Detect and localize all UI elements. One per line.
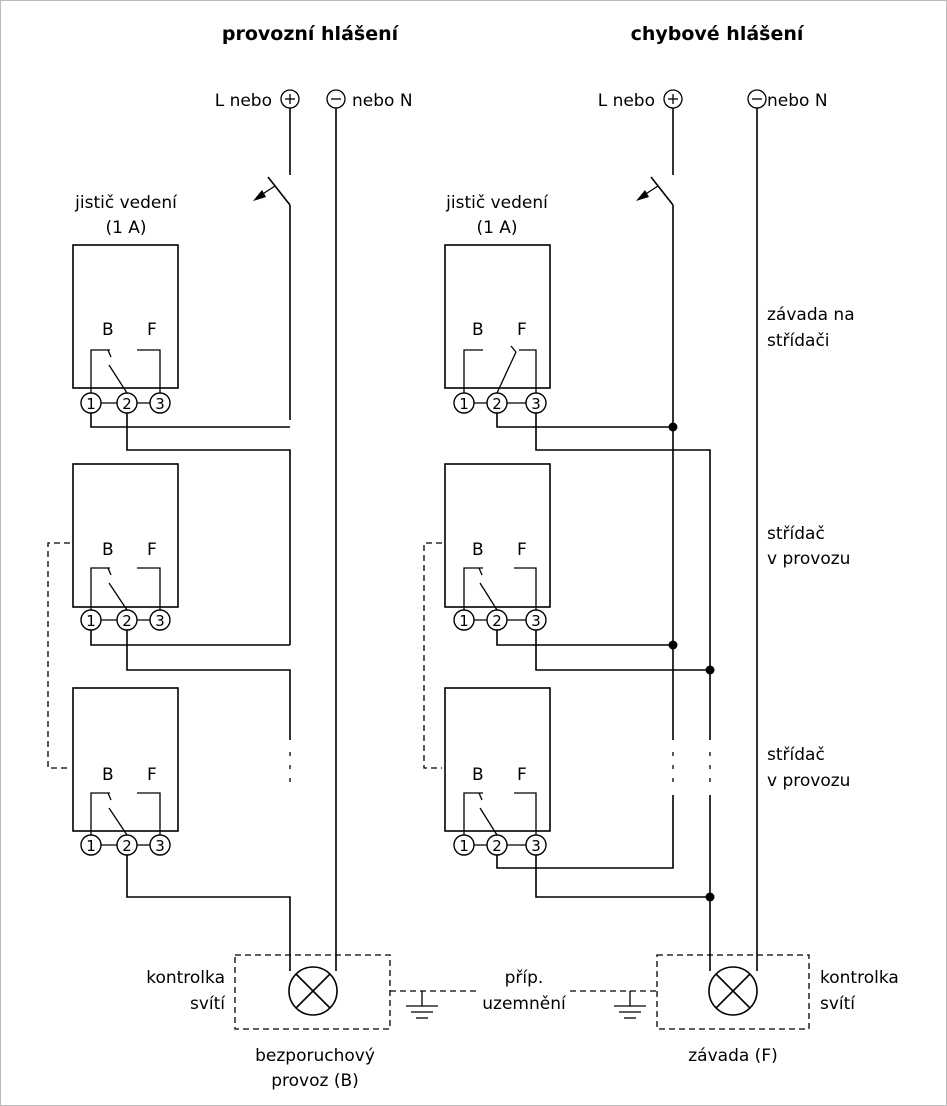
terminal-1: 1: [459, 612, 469, 630]
contact-b-label: B: [102, 320, 114, 340]
left-l-label: L nebo: [215, 91, 272, 111]
right-breaker-switch: [636, 108, 674, 740]
left-lamp-caption-line1: bezporuchový: [255, 1046, 375, 1066]
right-breaker-label: jistič vedení: [445, 193, 549, 213]
left-relay-1: B F 1 2 3: [72, 244, 179, 414]
contact-b-label: B: [102, 540, 114, 560]
right-lamp-box: [656, 954, 810, 1030]
contact-b-label: B: [472, 320, 484, 340]
terminal-2: 2: [492, 837, 502, 855]
terminal-3: 3: [155, 612, 165, 630]
terminal-2: 2: [122, 612, 132, 630]
terminal-3: 3: [531, 837, 541, 855]
contact-f-label: F: [147, 320, 157, 340]
left-relay-3: B F 1 2 3: [72, 687, 179, 856]
terminal-3: 3: [155, 837, 165, 855]
terminal-3: 3: [155, 395, 165, 413]
right-lamp-status-line2: svítí: [820, 994, 856, 1014]
left-breaker-switch: [253, 108, 291, 420]
right-lamp-caption: závada (F): [688, 1046, 777, 1066]
state-op1-line2: v provozu: [767, 549, 850, 569]
contact-b-label: B: [102, 765, 114, 785]
right-relay-1: B F 1 2 3: [444, 244, 551, 414]
terminal-2: 2: [492, 395, 502, 413]
terminal-3: 3: [531, 612, 541, 630]
left-wiring: [47, 413, 291, 955]
contact-b-label: B: [472, 540, 484, 560]
left-lamp-status-line1: kontrolka: [146, 968, 225, 988]
contact-f-label: F: [517, 765, 527, 785]
contact-f-label: F: [517, 320, 527, 340]
terminal-2: 2: [492, 612, 502, 630]
left-breaker-rating: (1 A): [105, 218, 146, 238]
terminal-1: 1: [86, 395, 96, 413]
right-lamp-status-line1: kontrolka: [820, 968, 899, 988]
left-lamp-box: [234, 954, 391, 1030]
right-relay-2: B F 1 2 3: [444, 463, 551, 631]
terminal-1: 1: [459, 837, 469, 855]
terminal-2: 2: [122, 837, 132, 855]
ground-label-bg: [478, 968, 570, 1014]
left-n-label: nebo N: [352, 91, 413, 111]
contact-f-label: F: [517, 540, 527, 560]
state-fault-line2: střídači: [767, 331, 830, 351]
terminal-1: 1: [86, 612, 96, 630]
state-op2-line2: v provozu: [767, 771, 850, 791]
contact-b-label: B: [472, 765, 484, 785]
terminal-1: 1: [459, 395, 469, 413]
title-left: provozní hlášení: [222, 23, 400, 45]
right-wiring: [423, 413, 715, 955]
terminal-1: 1: [86, 837, 96, 855]
left-lamp-caption-line2: provoz (B): [271, 1071, 359, 1091]
contact-f-label: F: [147, 540, 157, 560]
state-fault-line1: závada na: [767, 305, 855, 325]
left-relay-2: B F 1 2 3: [72, 463, 179, 631]
right-l-label: L nebo: [598, 91, 655, 111]
terminal-2: 2: [122, 395, 132, 413]
right-breaker-rating: (1 A): [476, 218, 517, 238]
terminal-3: 3: [531, 395, 541, 413]
title-right: chybové hlášení: [631, 23, 805, 45]
grounding: [390, 990, 657, 1019]
left-breaker-label: jistič vedení: [74, 193, 178, 213]
state-op2-line1: střídač: [767, 745, 825, 765]
left-lamp-status-line2: svítí: [190, 994, 226, 1014]
contact-f-label: F: [147, 765, 157, 785]
ground-label-line2: uzemnění: [482, 994, 567, 1014]
ground-label-line1: příp.: [505, 968, 544, 988]
state-op1-line1: střídač: [767, 524, 825, 544]
right-relay-3: B F 1 2 3: [444, 687, 551, 856]
right-n-label: nebo N: [767, 91, 828, 111]
